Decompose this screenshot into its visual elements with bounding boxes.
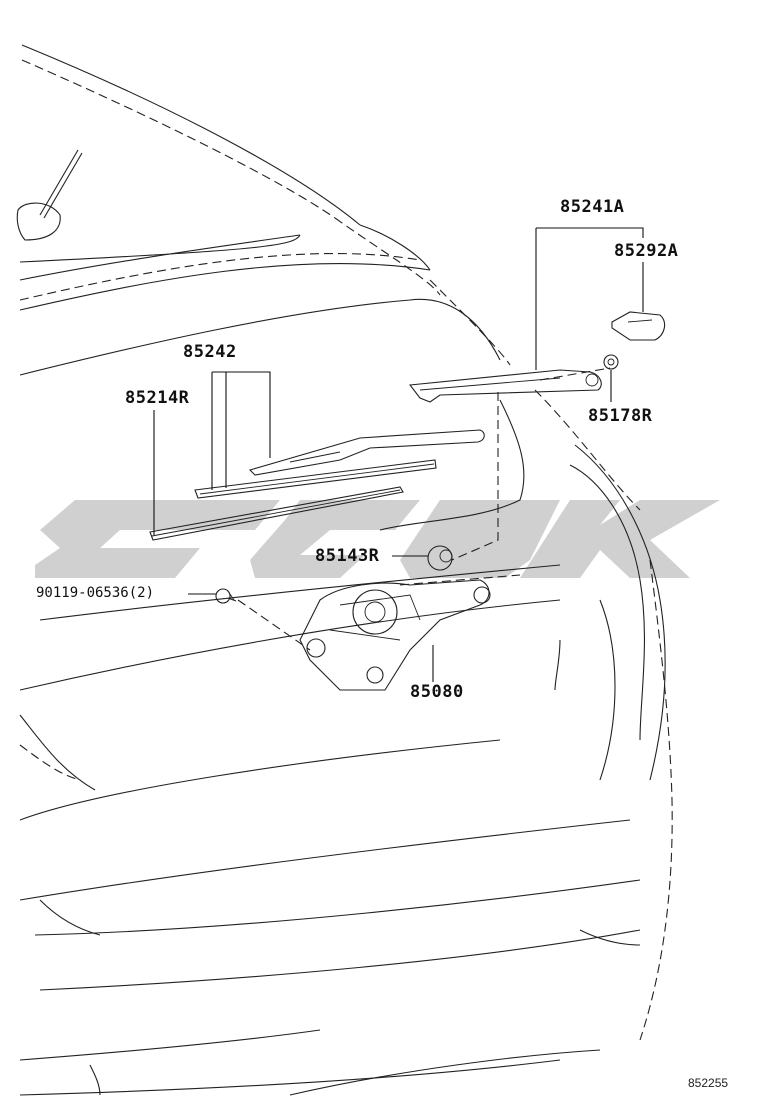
label-85178r: 85178R (588, 406, 653, 426)
diagram-reference-number: 852255 (688, 1076, 729, 1090)
blade-rubber (149, 486, 404, 541)
label-85242: 85242 (183, 342, 237, 362)
nut (603, 354, 619, 370)
leader-lines (153, 227, 644, 682)
grommet (427, 545, 453, 571)
label-85143r: 85143R (315, 546, 380, 566)
assembly-lines (237, 367, 611, 651)
bolt (215, 588, 237, 604)
car-body-outline (16, 44, 673, 1096)
label-85080: 85080 (410, 682, 464, 702)
wiper-blade (194, 429, 485, 499)
label-90119-06536: 90119-06536(2) (36, 585, 155, 601)
wiper-arm (408, 369, 602, 403)
watermark-logo (35, 500, 720, 578)
label-85241a: 85241A (560, 197, 625, 217)
wiper-motor (299, 579, 491, 691)
arm-cap (611, 311, 666, 341)
label-85292a: 85292A (614, 241, 679, 261)
label-85214r: 85214R (125, 388, 190, 408)
